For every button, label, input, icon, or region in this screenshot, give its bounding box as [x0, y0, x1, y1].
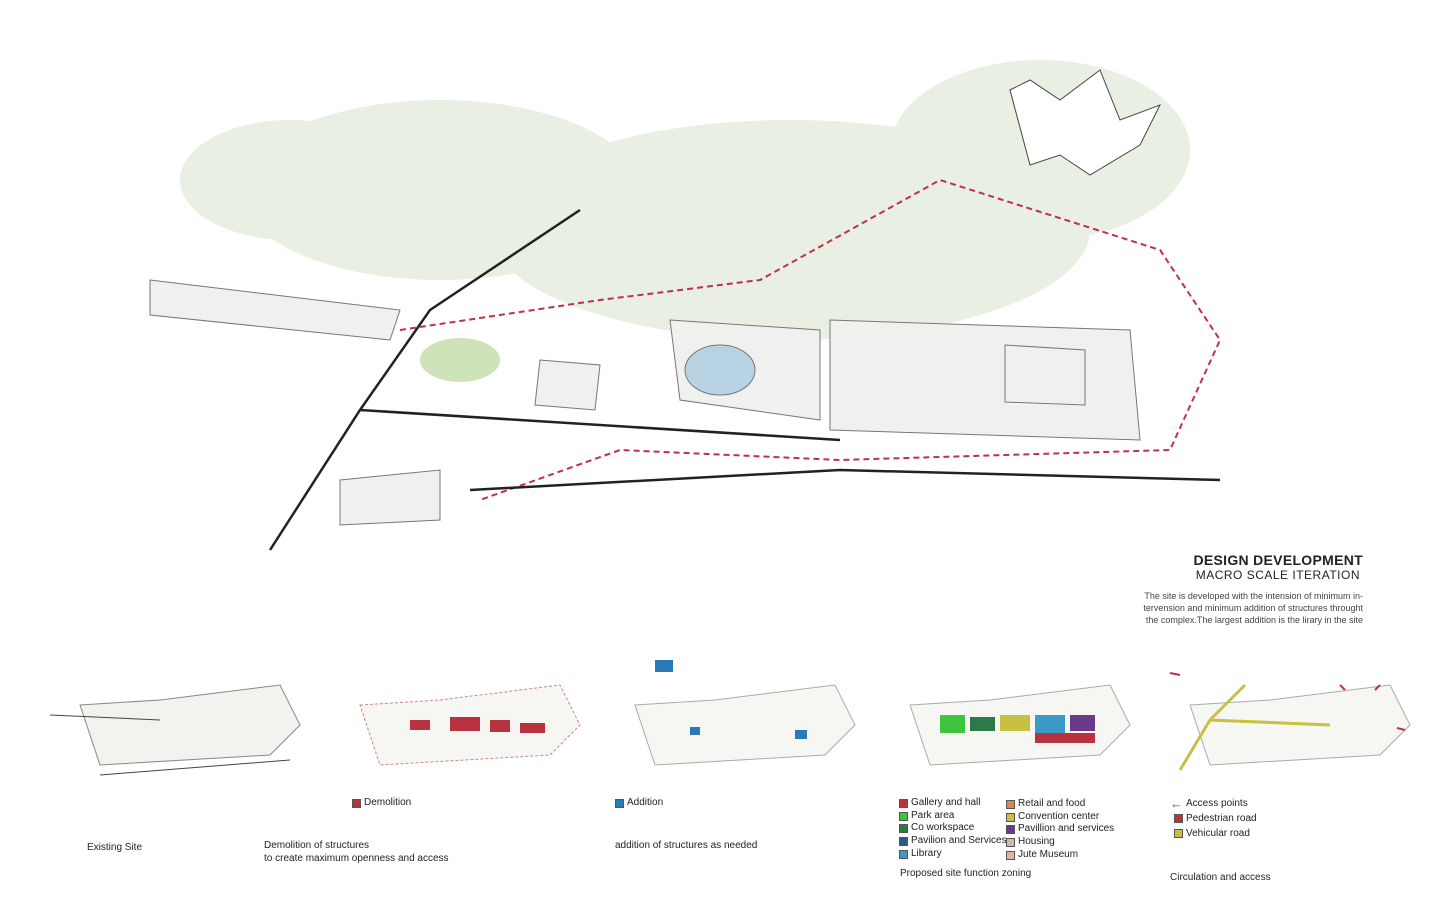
swatch — [899, 811, 908, 821]
description-line: the complex.The largest addition is the … — [1145, 615, 1363, 625]
title: DESIGN DEVELOPMENT — [1193, 552, 1363, 568]
swatch — [899, 836, 908, 846]
description: The site is developed with the intension… — [1100, 590, 1363, 626]
legend-item: Library — [899, 848, 1007, 861]
caption-line: Demolition of structures — [264, 840, 370, 851]
description-line: The site is developed with the intension… — [1144, 591, 1363, 601]
legend-item: Park area — [899, 810, 1007, 823]
swatch — [1006, 837, 1015, 847]
legend-label: Pavilion and Services — [911, 835, 1007, 847]
legend-item: Co workspace — [899, 822, 1007, 835]
legend-label: Access points — [1186, 798, 1248, 809]
swatch — [899, 824, 908, 834]
caption-circulation: Circulation and access — [1170, 872, 1271, 883]
caption-demolition: Demolition of structures to create maxim… — [264, 839, 449, 865]
caption-zoning: Proposed site function zoning — [900, 868, 1032, 879]
legend-item: Addition — [615, 797, 663, 810]
legend-item: Pavilion and Services — [899, 835, 1007, 848]
legend-item: Pedestrian road — [1170, 811, 1257, 826]
legend-item: Pavillion and services — [1006, 823, 1114, 836]
caption-existing-site: Existing Site — [87, 842, 143, 853]
legend-item: Jute Museum — [1006, 849, 1114, 862]
swatch — [352, 798, 361, 808]
legend-label: Housing — [1018, 836, 1055, 848]
legend-zoning-col1: Gallery and hall Park area Co workspace … — [899, 797, 1007, 861]
legend-label: Jute Museum — [1018, 848, 1079, 860]
description-line: tervension and minimum addition of struc… — [1143, 603, 1363, 613]
legend-label: Library — [911, 847, 942, 859]
legend-item: Gallery and hall — [899, 797, 1007, 810]
legend-label: Gallery and hall — [911, 797, 981, 808]
legend-label: Pavillion and services — [1018, 823, 1115, 835]
legend-demolition: Demolition — [352, 797, 411, 810]
legend-label: Park area — [911, 809, 955, 821]
caption-line: to create maximum openness and access — [264, 853, 449, 864]
swatch — [899, 849, 908, 859]
swatch — [1006, 812, 1015, 822]
thumb-demolition — [359, 684, 581, 766]
legend-label: Vehicular road — [1186, 828, 1250, 839]
caption-addition: addition of structures as needed — [615, 840, 758, 851]
legend-item: Retail and food — [1006, 798, 1114, 811]
legend-label: Retail and food — [1018, 798, 1086, 809]
subtitle: MACRO SCALE ITERATION — [1195, 568, 1360, 582]
swatch — [1174, 814, 1183, 823]
swatch — [1006, 799, 1015, 809]
arrow-left-icon: ← — [1170, 796, 1183, 811]
legend-item: ←Access points — [1170, 796, 1257, 811]
swatch — [615, 798, 624, 808]
swatch — [899, 798, 908, 808]
legend-item: Vehicular road — [1170, 826, 1257, 841]
thumb-circulation — [1169, 672, 1411, 771]
legend-item: Convention center — [1006, 811, 1114, 824]
legend-label: Convention center — [1018, 810, 1100, 822]
legend-circulation: ←Access points Pedestrian road Vehicular… — [1170, 796, 1257, 841]
swatch — [1006, 850, 1015, 860]
legend-label: Addition — [627, 797, 664, 808]
thumb-addition — [634, 660, 856, 766]
swatch — [1174, 829, 1183, 838]
legend-addition: Addition — [615, 797, 663, 810]
legend-label: Co workspace — [911, 822, 975, 834]
legend-item: Housing — [1006, 836, 1114, 849]
aerial-site-sketch — [149, 60, 1222, 551]
thumb-zoning — [909, 684, 1131, 766]
legend-label: Pedestrian road — [1186, 813, 1257, 824]
legend-label: Demolition — [364, 797, 412, 808]
swatch — [1006, 825, 1015, 835]
legend-zoning-col2: Retail and food Convention center Pavill… — [1006, 798, 1114, 862]
legend-item: Demolition — [352, 797, 411, 810]
thumb-existing-site — [49, 684, 301, 776]
